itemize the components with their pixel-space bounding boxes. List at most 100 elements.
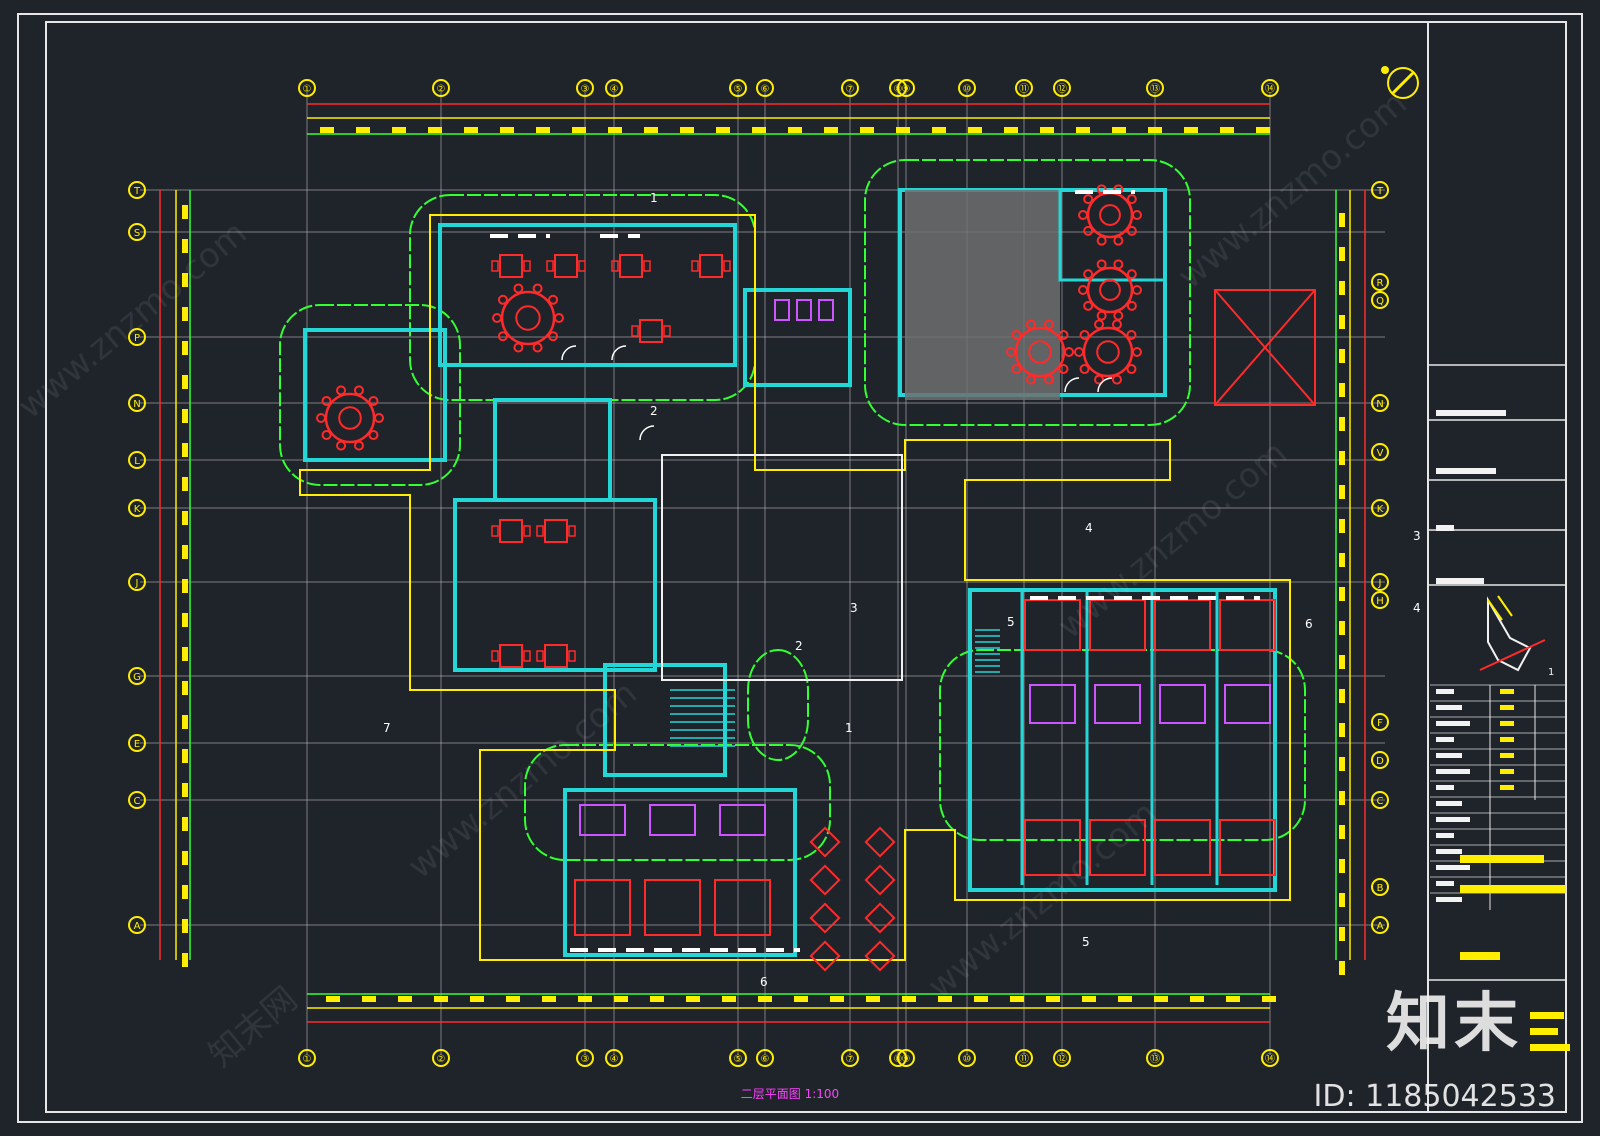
chair	[1132, 210, 1142, 220]
chair	[1026, 374, 1037, 385]
chair	[1126, 225, 1137, 236]
axis-bubble-label: C	[134, 796, 141, 807]
dim-text-top	[1112, 127, 1126, 133]
title-block-cell-text	[1436, 881, 1454, 886]
dim-text-bottom	[758, 996, 772, 1002]
dim-text-bottom	[1082, 996, 1096, 1002]
axis-bubble-label: ⑦	[846, 84, 855, 95]
chair	[491, 260, 499, 272]
hedge-outline	[524, 744, 831, 861]
dim-text-left	[182, 375, 188, 389]
axis-bubble	[1371, 878, 1389, 896]
square-table	[639, 319, 663, 343]
dim-text-bottom	[830, 996, 844, 1002]
axis-bubble-label: ⑤	[734, 84, 743, 95]
dim-text-top	[644, 127, 658, 133]
dim-text-right	[1339, 893, 1345, 907]
dim-text-left	[182, 341, 188, 355]
axis-bubble	[128, 667, 146, 685]
dim-text-bottom	[578, 996, 592, 1002]
chair	[548, 331, 559, 342]
square-table	[699, 254, 723, 278]
chair	[546, 260, 554, 272]
bed	[1089, 819, 1146, 876]
chair	[643, 260, 651, 272]
dim-text-bottom	[1190, 996, 1204, 1002]
chair	[1006, 347, 1016, 357]
diamond-table	[864, 826, 896, 858]
section-mark: 3	[1413, 529, 1421, 543]
chair	[523, 525, 531, 537]
dim-text-bottom	[866, 996, 880, 1002]
axis-bubble-label: ⑪	[1019, 1053, 1029, 1065]
axis-bubble-label: H	[1376, 596, 1384, 607]
title-block-cell-text	[1436, 897, 1462, 902]
axis-bubble-label: S	[134, 228, 140, 239]
title-block-text	[1436, 468, 1496, 474]
title-block-cell-text	[1436, 705, 1462, 710]
axis-bubble-label: B	[1377, 883, 1384, 894]
axis-bubble	[958, 1049, 976, 1067]
axis-bubble-label: N	[133, 399, 140, 410]
void-cross-b	[1214, 289, 1316, 406]
square-table	[619, 254, 643, 278]
bed	[1154, 819, 1211, 876]
dim-text-bottom	[1262, 996, 1276, 1002]
axis-bubble	[1261, 1049, 1279, 1067]
dim-text-bottom	[1010, 996, 1024, 1002]
wall-guest-rooms-south	[563, 788, 797, 957]
dim-text-left	[182, 477, 188, 491]
axis-bubble-label: ⑥	[761, 84, 770, 95]
dim-text-bottom	[362, 996, 376, 1002]
chair	[368, 430, 379, 441]
section-mark: 4	[1413, 601, 1421, 615]
chair	[548, 294, 559, 305]
dim-text-right	[1339, 281, 1345, 295]
title-block-cell-text	[1436, 769, 1470, 774]
door-swing	[1097, 377, 1113, 393]
chair	[1079, 364, 1090, 375]
hedge-outline	[747, 649, 809, 761]
axis-bubble-label: K	[1377, 504, 1384, 515]
axis-bubble	[128, 394, 146, 412]
axis-bubble	[729, 1049, 747, 1067]
dim-text-right	[1339, 655, 1345, 669]
chair	[1096, 259, 1107, 270]
chair	[374, 413, 384, 423]
chair	[1126, 364, 1137, 375]
axis-bubble	[1261, 79, 1279, 97]
dim-text-left	[182, 647, 188, 661]
dim-text-top	[356, 127, 370, 133]
chair	[578, 260, 586, 272]
axis-bubble	[605, 1049, 623, 1067]
axis-bubble	[729, 79, 747, 97]
title-block-cell-text	[1436, 753, 1462, 758]
section-mark: 1	[650, 191, 658, 205]
dim-text-top	[1040, 127, 1054, 133]
axis-bubble-label: ④	[610, 84, 619, 95]
dim-text-right	[1339, 689, 1345, 703]
dim-text-top	[968, 127, 982, 133]
axis-bubble-label: ⑭	[1265, 1053, 1275, 1065]
dim-text-right	[1339, 859, 1345, 873]
bed	[1024, 599, 1081, 651]
dim-text-top	[464, 127, 478, 133]
chair	[1126, 300, 1137, 311]
wall-stair-core	[603, 663, 727, 777]
chair	[532, 283, 543, 294]
title-block-cell-text	[1500, 705, 1514, 710]
axis-bubble-label: Q	[1376, 296, 1384, 307]
key-plan-outline	[1487, 596, 1532, 672]
title-block-cell-text	[1436, 865, 1470, 870]
axis-bubble-label: L	[134, 456, 140, 467]
axis-bubble	[841, 1049, 859, 1067]
dim-text-bottom	[614, 996, 628, 1002]
dim-text-left	[182, 749, 188, 763]
drawing-frame	[17, 13, 1583, 1123]
toilet-stall	[774, 299, 790, 321]
axis-bubble-label: ⑪	[1019, 83, 1029, 95]
axis-bubble	[1371, 499, 1389, 517]
axis-bubble	[958, 79, 976, 97]
table-lazy-susan	[1028, 340, 1052, 364]
